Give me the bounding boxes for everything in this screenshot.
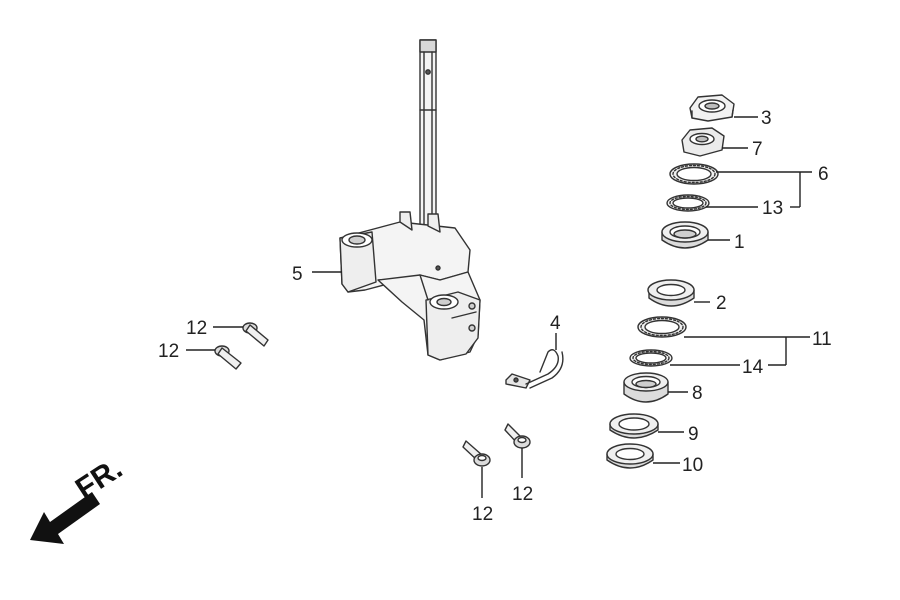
bolt-part-12-b <box>214 345 242 370</box>
callout-8: 8 <box>692 383 703 404</box>
callout-9: 9 <box>688 424 699 445</box>
washer-part-14 <box>629 349 673 367</box>
callout-10: 10 <box>682 455 703 476</box>
lower-ball-race-part-11 <box>637 316 687 338</box>
bolt-part-12-d <box>504 423 531 449</box>
callout-13: 13 <box>762 198 783 219</box>
wire-clip-part-4 <box>505 349 564 389</box>
callout-7: 7 <box>752 139 763 160</box>
washer-part-13 <box>666 194 710 212</box>
lower-cone-part-8 <box>623 372 669 403</box>
callout-2: 2 <box>716 293 727 314</box>
callout-11: 11 <box>812 329 832 350</box>
callout-5: 5 <box>292 264 303 285</box>
callout-14: 14 <box>742 357 764 378</box>
bolt-part-12-a <box>242 322 269 347</box>
upper-cone-part-1 <box>661 221 709 249</box>
washer-part-10 <box>606 443 654 469</box>
dust-seal-part-9 <box>609 413 659 439</box>
callout-3: 3 <box>761 108 772 129</box>
upper-race-part-2 <box>647 279 695 307</box>
callout-1: 1 <box>734 232 745 253</box>
steering-stem-part <box>339 39 481 361</box>
callout-6: 6 <box>818 164 829 185</box>
leader-lines <box>186 116 812 498</box>
front-direction-arrow-icon <box>30 492 100 544</box>
callout-4: 4 <box>550 313 561 334</box>
lock-nut-part-3 <box>689 94 735 122</box>
adjust-nut-part-7 <box>681 127 725 157</box>
front-direction-label: FR. <box>70 452 129 506</box>
callout-12-b: 12 <box>158 341 179 362</box>
callout-12-c: 12 <box>472 504 493 525</box>
bolt-part-12-c <box>462 440 491 467</box>
upper-ball-race-part-6 <box>669 163 719 185</box>
callout-12-a: 12 <box>186 318 207 339</box>
callout-12-d: 12 <box>512 484 533 505</box>
